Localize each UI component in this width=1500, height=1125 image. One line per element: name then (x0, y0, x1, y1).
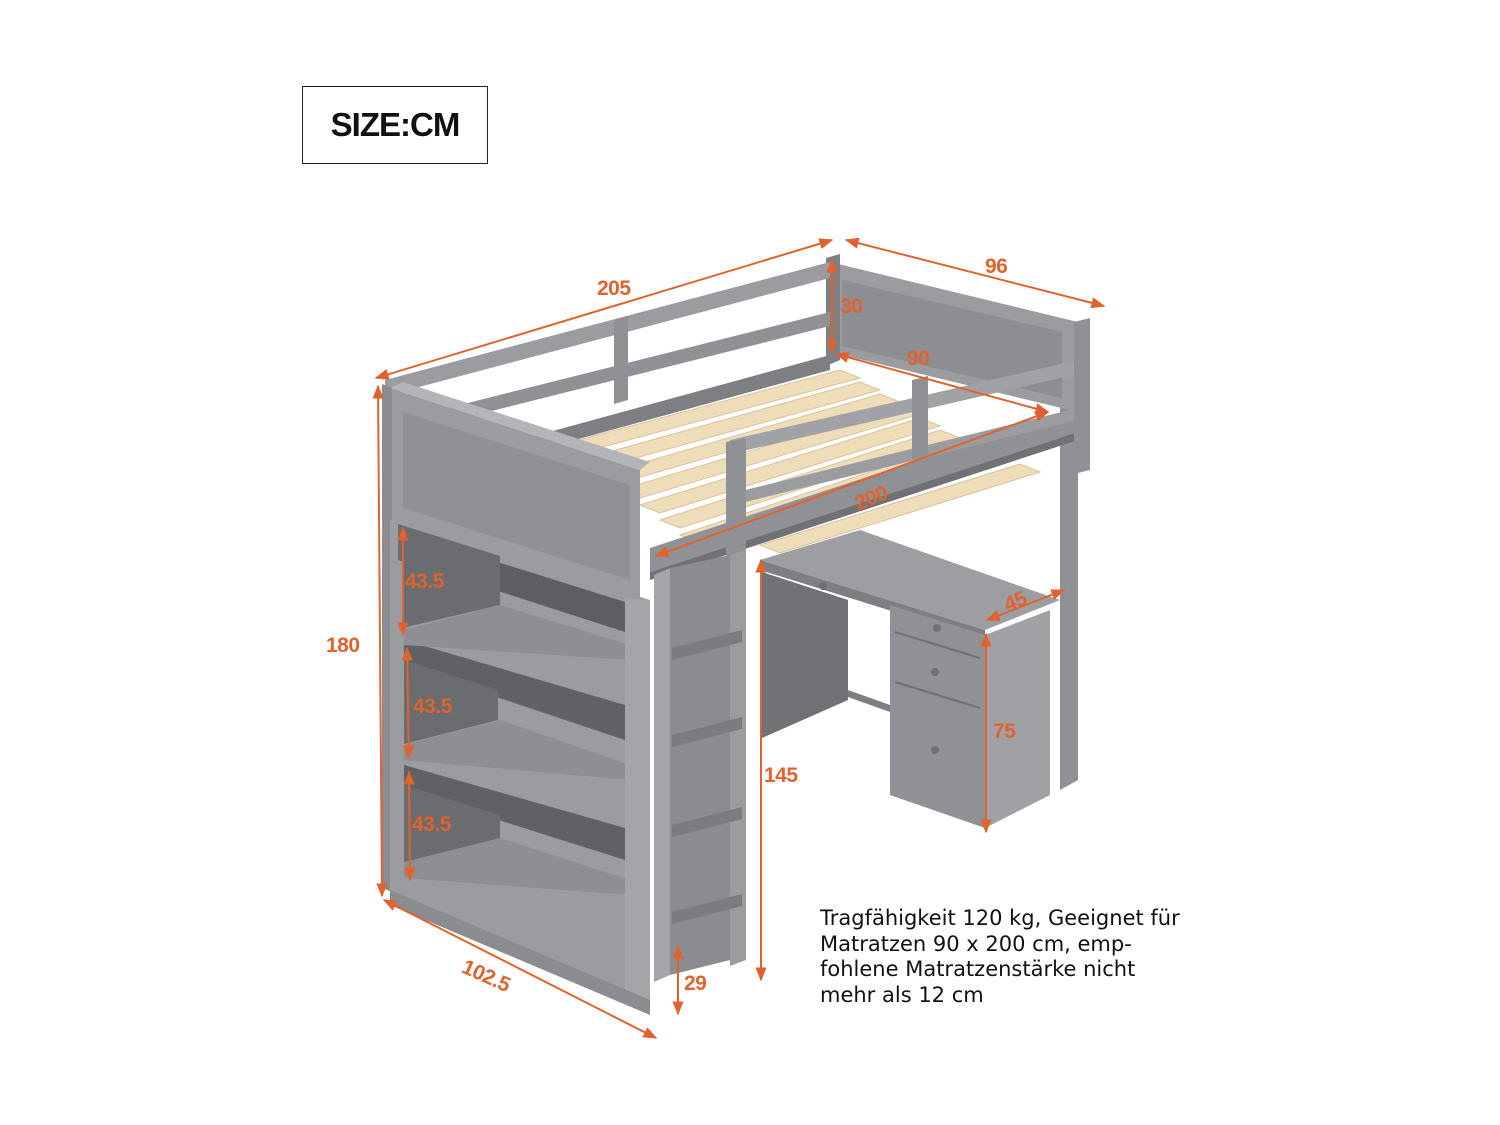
note-line: mehr als 12 cm (820, 982, 984, 1007)
ladder (654, 550, 746, 982)
bookcase (390, 520, 650, 1015)
dimension-lines (372, 237, 1106, 1039)
dim-overall-height: 180 (326, 634, 360, 657)
dim-shelf-3-height: 43.5 (412, 813, 452, 836)
dim-overall-width: 96 (985, 255, 1007, 278)
dim-shelf-2-height: 43.5 (413, 695, 453, 718)
size-unit-text: SIZE:CM (330, 106, 461, 143)
desk (760, 530, 1060, 828)
load-capacity-note: Tragfähigkeit 120 kg, Geeignet für Matra… (820, 906, 1220, 1008)
dim-ladder-step-height: 29 (684, 972, 706, 995)
note-line: Matratzen 90 x 200 cm, emp- (820, 931, 1132, 956)
dim-shelf-1-height: 43.5 (405, 570, 445, 593)
dim-overall-length: 205 (597, 277, 631, 300)
note-line: fohlene Matratzenstärke nicht (820, 957, 1136, 981)
dim-desk-height: 75 (993, 720, 1016, 743)
dim-mattress-width: 90 (907, 347, 929, 370)
dim-under-bed-clearance: 145 (764, 764, 798, 787)
dim-guardrail-height: 30 (840, 295, 862, 318)
size-unit-label: SIZE:CM (302, 86, 488, 164)
note-line: Tragfähigkeit 120 kg, Geeignet für (820, 906, 1180, 930)
